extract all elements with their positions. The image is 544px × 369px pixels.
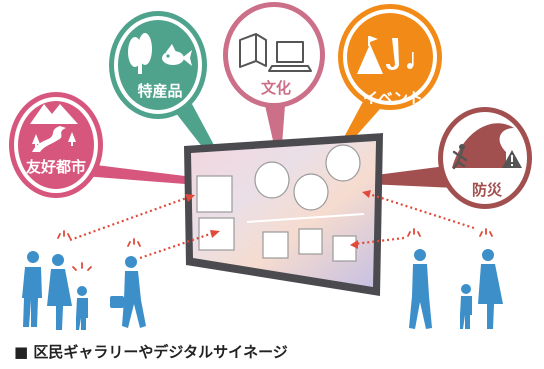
- event-bubble: イベント: [338, 4, 442, 110]
- disaster-bubble: 防災: [438, 107, 532, 209]
- culture-bubble: 文化: [223, 2, 325, 108]
- disaster-connector: [368, 166, 456, 188]
- mountain-river-icon: [30, 104, 78, 152]
- people-right-group: [409, 249, 503, 329]
- specialty-label: 特産品: [137, 82, 182, 100]
- disaster-label: 防災: [472, 181, 503, 199]
- tsunami-warning-icon: [452, 123, 522, 170]
- tent-saxophone-icon: [357, 36, 414, 74]
- event-connector: [342, 96, 388, 145]
- book-laptop-icon: [239, 33, 312, 72]
- sister-city-bubble: 友好都市: [9, 92, 103, 198]
- people-left-group: [22, 251, 146, 330]
- vegetable-goldfish-icon: [128, 33, 192, 74]
- digital-signage-display: [184, 133, 383, 296]
- gaze-arrows: [69, 191, 475, 260]
- event-label: イベント: [363, 89, 423, 107]
- sister-city-label: 友好都市: [26, 158, 86, 176]
- notice-sparks: [57, 228, 493, 271]
- caption: ■ 区民ギャラリーやデジタルサイネージ: [14, 343, 288, 361]
- specialty-bubble: 特産品: [109, 11, 207, 119]
- sister-city-connector: [70, 165, 185, 184]
- culture-label: 文化: [261, 79, 291, 97]
